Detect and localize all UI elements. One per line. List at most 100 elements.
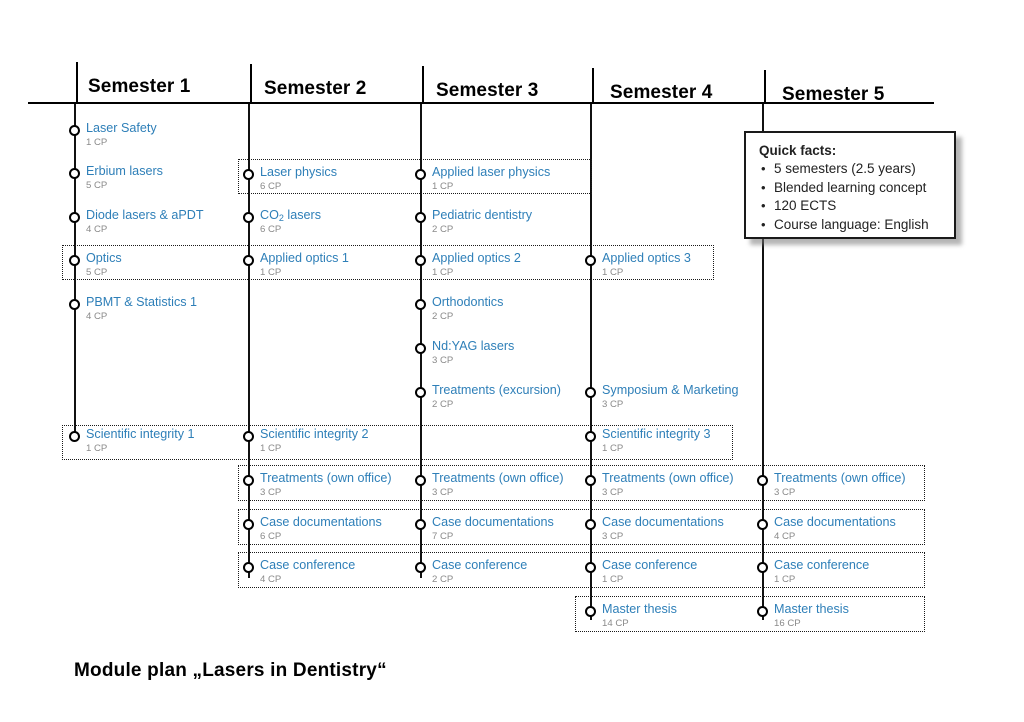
module-title: Scientific integrity 2: [260, 427, 369, 441]
milestone-circle-icon: [243, 255, 254, 266]
module-title: Orthodontics: [432, 295, 504, 309]
module-credit-points: 3 CP: [602, 487, 624, 498]
module-title: Case conference: [602, 558, 698, 572]
module-credit-points: 7 CP: [432, 531, 454, 542]
semester-timeline-3: [420, 104, 422, 578]
milestone-circle-icon: [585, 606, 596, 617]
module-title: Scientific integrity 1: [86, 427, 195, 441]
module-credit-points: 1 CP: [774, 574, 796, 585]
module-credit-points: 2 CP: [432, 399, 454, 410]
module-credit-points: 3 CP: [260, 487, 282, 498]
semester-heading-1: Semester 1: [88, 76, 191, 97]
column-tick-2: [250, 64, 252, 102]
milestone-circle-icon: [757, 562, 768, 573]
module-title: PBMT & Statistics 1: [86, 295, 198, 309]
milestone-circle-icon: [415, 519, 426, 530]
module-credit-points: 6 CP: [260, 224, 282, 235]
milestone-circle-icon: [69, 255, 80, 266]
milestone-circle-icon: [243, 562, 254, 573]
module-title: Case conference: [432, 558, 528, 572]
milestone-circle-icon: [243, 431, 254, 442]
module-credit-points: 1 CP: [86, 137, 108, 148]
milestone-circle-icon: [415, 562, 426, 573]
module-title: Case conference: [774, 558, 870, 572]
module-title: Treatments (own office): [774, 471, 906, 485]
master-thesis-group: [575, 596, 925, 632]
module-credit-points: 2 CP: [432, 574, 454, 585]
module-credit-points: 4 CP: [774, 531, 796, 542]
milestone-circle-icon: [415, 343, 426, 354]
module-title: Treatments (own office): [602, 471, 734, 485]
semester-heading-3: Semester 3: [436, 80, 539, 101]
milestone-circle-icon: [757, 475, 768, 486]
milestone-circle-icon: [69, 212, 80, 223]
laser-physics-group: [238, 159, 592, 194]
quick-facts-item: Course language: English: [759, 216, 942, 235]
milestone-circle-icon: [415, 387, 426, 398]
module-credit-points: 3 CP: [602, 399, 624, 410]
column-tick-5: [764, 70, 766, 102]
module-credit-points: 1 CP: [602, 443, 624, 454]
module-title: Diode lasers & aPDT: [86, 208, 204, 222]
milestone-circle-icon: [243, 212, 254, 223]
milestone-circle-icon: [585, 387, 596, 398]
module-title: Optics: [86, 251, 122, 265]
module-title: Applied laser physics: [432, 165, 551, 179]
module-title: Case documentations: [432, 515, 554, 529]
module-credit-points: 1 CP: [260, 443, 282, 454]
semester-timeline-4: [590, 104, 592, 620]
semester-heading-5: Semester 5: [782, 84, 885, 105]
module-title: Laser Safety: [86, 121, 157, 135]
semester-timeline-2: [248, 104, 250, 578]
module-credit-points: 1 CP: [432, 267, 454, 278]
milestone-circle-icon: [757, 519, 768, 530]
case-documentations-group: [238, 509, 925, 545]
module-credit-points: 4 CP: [86, 224, 108, 235]
module-title: Treatments (own office): [260, 471, 392, 485]
optics-group: [62, 245, 714, 280]
module-credit-points: 1 CP: [602, 267, 624, 278]
module-title: Erbium lasers: [86, 164, 163, 178]
module-title: Master thesis: [774, 602, 849, 616]
module-credit-points: 1 CP: [260, 267, 282, 278]
quick-facts-item: 5 semesters (2.5 years): [759, 160, 942, 179]
module-credit-points: 1 CP: [86, 443, 108, 454]
semester-heading-4: Semester 4: [610, 82, 713, 103]
milestone-circle-icon: [69, 168, 80, 179]
module-title: CO2 lasers: [260, 208, 321, 223]
module-title: Pediatric dentistry: [432, 208, 533, 222]
module-credit-points: 5 CP: [86, 180, 108, 191]
case-conference-group: [238, 552, 925, 588]
semester-timeline-5: [762, 104, 764, 620]
page-title: Module plan „Lasers in Dentistry“: [74, 660, 387, 681]
milestone-circle-icon: [757, 606, 768, 617]
treatments-group: [238, 465, 925, 501]
semester-timeline-1: [74, 104, 76, 440]
module-title: Case documentations: [774, 515, 896, 529]
milestone-circle-icon: [243, 475, 254, 486]
module-credit-points: 3 CP: [432, 487, 454, 498]
module-credit-points: 4 CP: [86, 311, 108, 322]
module-title: Master thesis: [602, 602, 677, 616]
semester-heading-2: Semester 2: [264, 78, 367, 99]
module-credit-points: 16 CP: [774, 618, 801, 629]
milestone-circle-icon: [585, 562, 596, 573]
module-credit-points: 3 CP: [774, 487, 796, 498]
column-tick-3: [422, 66, 424, 102]
module-credit-points: 3 CP: [602, 531, 624, 542]
module-title: Symposium & Marketing: [602, 383, 739, 397]
module-credit-points: 3 CP: [432, 355, 454, 366]
header-rule: [28, 102, 934, 104]
milestone-circle-icon: [243, 519, 254, 530]
milestone-circle-icon: [69, 125, 80, 136]
milestone-circle-icon: [585, 255, 596, 266]
quick-facts-box: Quick facts: 5 semesters (2.5 years)Blen…: [744, 131, 956, 239]
module-credit-points: 5 CP: [86, 267, 108, 278]
module-credit-points: 2 CP: [432, 311, 454, 322]
module-credit-points: 6 CP: [260, 531, 282, 542]
milestone-circle-icon: [585, 519, 596, 530]
quick-facts-item: Blended learning concept: [759, 179, 942, 198]
milestone-circle-icon: [415, 169, 426, 180]
module-title: Treatments (excursion): [432, 383, 562, 397]
